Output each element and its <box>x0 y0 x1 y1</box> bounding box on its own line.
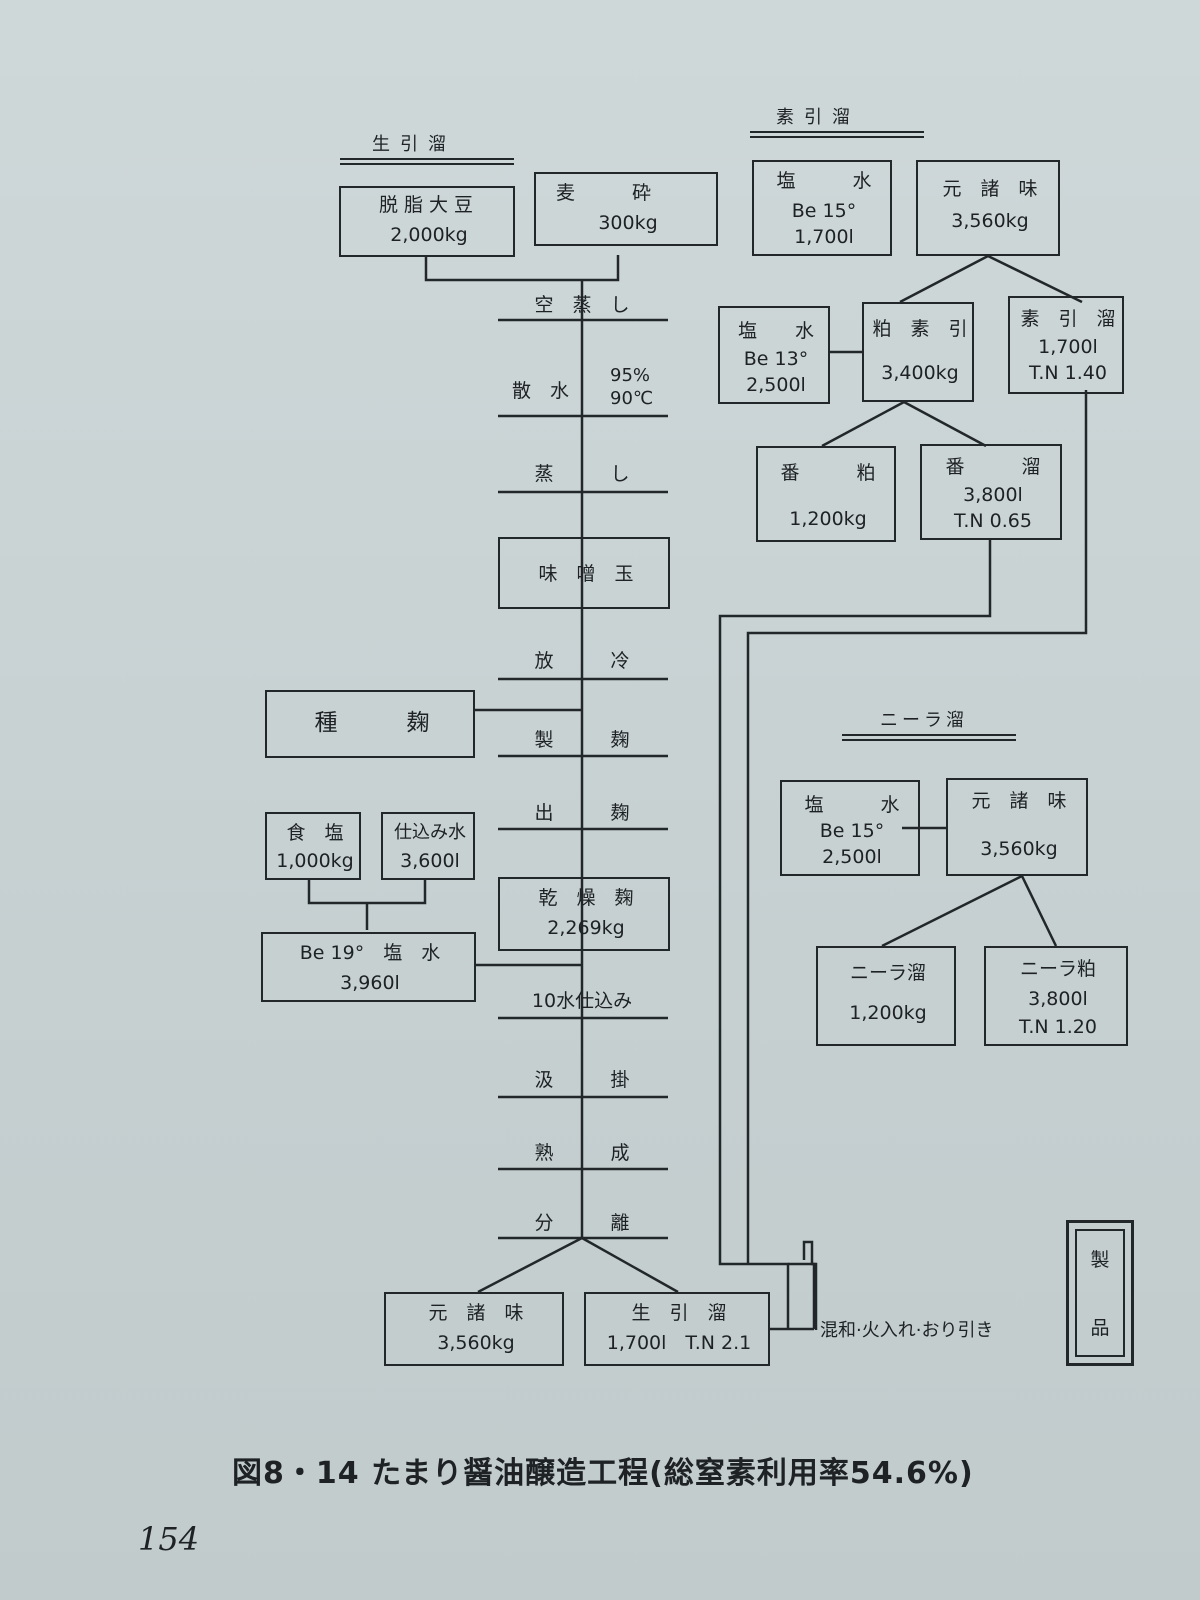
output-kiki-tamari-box: 生 引 溜 1,700l T.N 2.1 <box>584 1292 770 1366</box>
step-mushi: 蒸 し <box>534 463 630 485</box>
niira-moromi-box: 元 諸 味 3,560kg <box>946 778 1088 876</box>
tanekoji-box: 種 麹 <box>265 690 475 758</box>
step-bunri: 分 離 <box>534 1212 630 1234</box>
bankasu-box: 番 粕 1,200kg <box>756 446 896 542</box>
step-horei: 放 冷 <box>534 650 630 672</box>
bantamari-box: 番 溜 3,800l T.N 0.65 <box>920 444 1062 540</box>
dry-koji-box: 乾 燥 麹 2,269kg <box>498 877 670 951</box>
wheat-box: 麦 砕 300kg <box>534 172 718 246</box>
section-title-kiki: 生引溜 <box>372 134 456 155</box>
niira-kasu-box: ニーラ粕 3,800l T.N 1.20 <box>984 946 1128 1046</box>
misodama-box: 味 噌 玉 <box>498 537 670 609</box>
step-sansui: 散 水 <box>512 380 570 402</box>
step-karamushi: 空 蒸 し <box>534 294 630 316</box>
sansui-temp: 90℃ <box>610 388 654 409</box>
niira-brine15-box: 塩 水 Be 15° 2,500l <box>780 780 920 876</box>
sansui-rate: 95% <box>610 365 651 386</box>
brine-19-box: Be 19° 塩 水 3,960l <box>261 932 476 1002</box>
figure-caption: 図8・14 たまり醤油醸造工程(総窒素利用率54.6%) <box>232 1456 974 1491</box>
sobiki-moromi-box: 元 諸 味 3,560kg <box>916 160 1060 256</box>
product-box: 製 品 <box>1066 1220 1134 1366</box>
sobiki-brine13-box: 塩 水 Be 13° 2,500l <box>718 306 830 404</box>
output-moromi-box: 元 諸 味 3,560kg <box>384 1292 564 1366</box>
step-jukusei: 熟 成 <box>534 1142 630 1164</box>
sobiki-brine15-box: 塩 水 Be 15° 1,700l <box>752 160 892 256</box>
blend-process-label: 混和·火入れ·おり引き <box>820 1320 994 1341</box>
sobiki-tamari-box: 素 引 溜 1,700l T.N 1.40 <box>1008 296 1124 394</box>
salt-box: 食 塩 1,000kg <box>265 812 361 880</box>
page-number: 154 <box>138 1520 200 1558</box>
step-kumikake: 汲 掛 <box>534 1069 630 1091</box>
section-title-sobiki: 素引溜 <box>776 107 860 128</box>
soybean-box: 脱脂大豆 2,000kg <box>339 186 515 257</box>
step-dekoji: 出 麹 <box>534 802 630 824</box>
kasu-sobiki-box: 粕 素 引 3,400kg <box>862 302 974 402</box>
step-shikomi: 10水仕込み <box>531 990 633 1012</box>
step-seikiku: 製 麹 <box>534 729 630 751</box>
niira-tamari-box: ニーラ溜 1,200kg <box>816 946 956 1046</box>
section-title-niira: ニーラ溜 <box>880 710 968 731</box>
water-box: 仕込み水 3,600l <box>381 812 475 880</box>
